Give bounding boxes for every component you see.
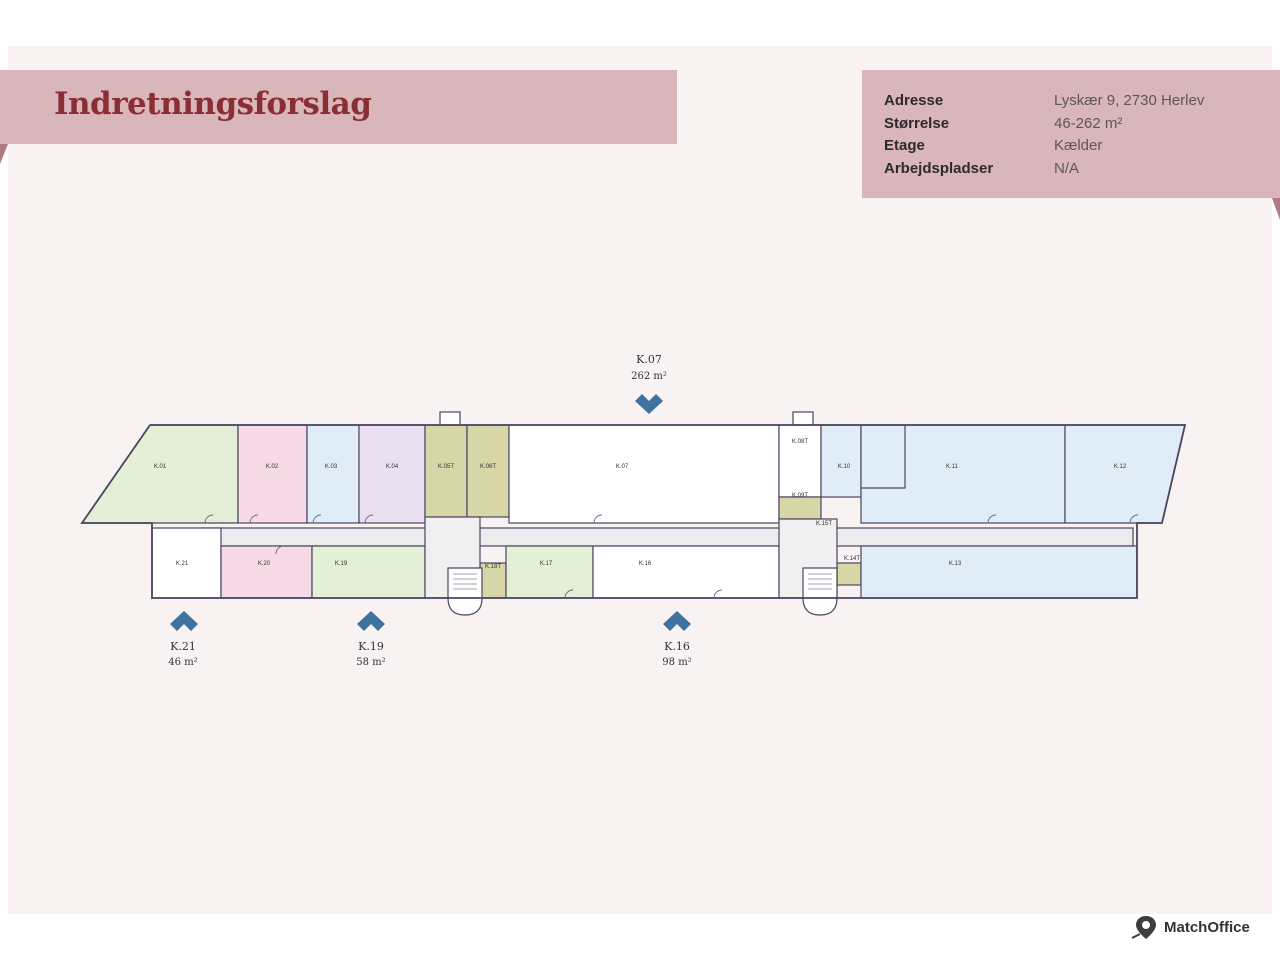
room-label: K.04 [386,464,399,470]
marker-k07: K.07 262 m² [631,353,667,414]
chimney-left [439,411,461,426]
info-value: N/A [1054,160,1080,177]
info-row-size: Størrelse 46-262 m² [884,115,1264,137]
room-label: K.10 [838,464,851,470]
room-k01 [80,424,239,524]
room-k03 [306,424,360,524]
arrow-up-icon [663,611,691,631]
room-k17 [505,545,594,599]
room-label: K.09T [792,493,808,499]
room-k02 [237,424,308,524]
marker-k21: K.21 46 m² [168,611,198,668]
chimney-right [792,411,814,426]
room-k10 [820,424,862,498]
info-panel-fold [1272,198,1280,220]
room-label: K.15T [816,521,832,527]
room-label: K.08T [792,439,808,445]
room-label: K.16 [639,561,652,567]
room-label: K.19 [335,561,348,567]
room-label: K.02 [266,464,279,470]
marker-area: 262 m² [631,371,667,382]
arrow-down-icon [635,394,663,414]
room-label: K.03 [325,464,338,470]
arrow-up-icon [170,611,198,631]
stairwell-left [447,567,483,616]
room-k11-notch [861,425,906,489]
info-row-address: Adresse Lyskær 9, 2730 Herlev [884,92,1264,114]
info-value: 46-262 m² [1054,115,1123,132]
room-label: K.13 [949,561,962,567]
marker-area: 58 m² [356,657,385,668]
title-band-fold [0,144,8,164]
room-k14 [836,562,862,586]
room-k04 [358,424,426,524]
room-label: K.05T [438,464,454,470]
room-k05 [424,424,468,518]
page-title: Indretningsforslag [54,86,372,122]
room-label: K.18T [485,564,501,570]
room-label: K.01 [154,464,167,470]
matchoffice-logo: MatchOffice [1130,914,1260,942]
marker-unit: K.19 [358,640,384,653]
info-value: Kælder [1054,137,1103,154]
room-k13 [860,545,1138,599]
logo-text: MatchOffice [1164,919,1250,936]
arrow-up-icon [357,611,385,631]
room-label: K.12 [1114,464,1127,470]
marker-area: 98 m² [662,657,691,668]
room-label: K.21 [176,561,189,567]
stairwell-right [802,567,838,616]
marker-unit: K.07 [636,353,662,366]
room-label: K.20 [258,561,271,567]
marker-k16: K.16 98 m² [662,611,692,668]
info-row-floor: Etage Kælder [884,137,1264,159]
building-outline [80,424,1187,599]
room-label: K.06T [480,464,496,470]
room-k07 [508,424,780,524]
info-label: Adresse [884,92,944,109]
room-label: K.07 [616,464,629,470]
info-row-workstations: Arbejdspladser N/A [884,160,1264,182]
location-pin-icon [1131,916,1156,939]
info-label: Etage [884,137,925,154]
info-label: Arbejdspladser [884,160,994,177]
marker-unit: K.16 [664,640,690,653]
room-label: K.14T [844,556,860,562]
title-band [0,70,677,144]
info-label: Størrelse [884,115,950,132]
corridor [202,527,1134,547]
room-k16 [592,545,780,599]
marker-area: 46 m² [168,657,197,668]
room-k08 [778,424,822,498]
room-label: K.11 [946,464,959,470]
info-value: Lyskær 9, 2730 Herlev [1054,92,1205,109]
room-k12 [1064,424,1186,524]
marker-k19: K.19 58 m² [356,611,386,668]
marker-unit: K.21 [170,640,196,653]
room-label: K.17 [540,561,553,567]
room-k19 [311,545,426,599]
room-k09 [778,496,822,520]
room-k06 [466,424,510,518]
room-k20 [220,545,313,599]
property-info-panel [862,70,1280,198]
room-k11 [860,424,1066,524]
